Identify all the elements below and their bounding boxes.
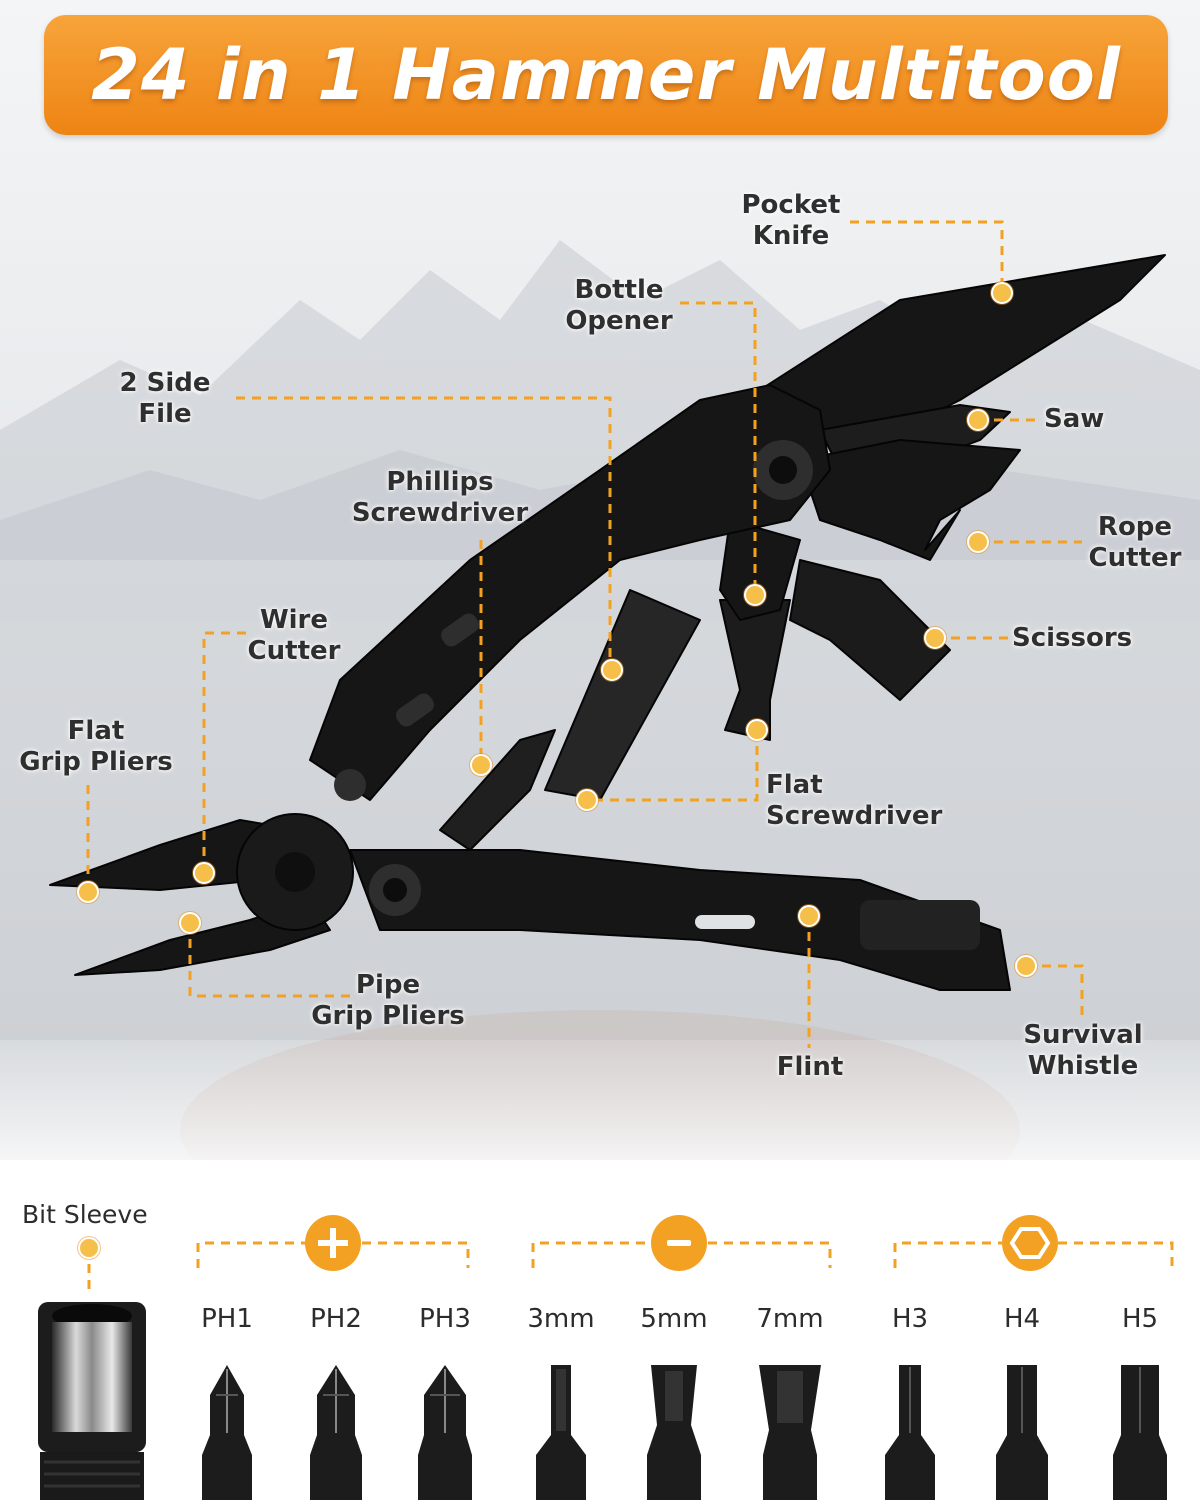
lower-handle <box>349 849 1011 991</box>
dot-bottle-opener <box>744 584 766 606</box>
dot-saw <box>967 409 989 431</box>
flat-screwdriver-blade <box>719 599 791 741</box>
label-scissors: Scissors <box>1012 623 1133 653</box>
rope-cutter-blade <box>799 439 1021 561</box>
hexagon-icon <box>1002 1215 1058 1271</box>
bit-label-h5: H5 <box>1121 1304 1159 1334</box>
bit-label-5mm: 5mm <box>640 1304 708 1334</box>
bit-7mm <box>755 1365 825 1500</box>
bit-sleeve-label: Bit Sleeve <box>22 1200 148 1229</box>
bit-label-3mm: 3mm <box>527 1304 595 1334</box>
multitool-illustration <box>49 254 1166 991</box>
dot-flat-screwdriver-tip <box>576 789 598 811</box>
bit-label-ph3: PH3 <box>419 1304 471 1334</box>
plus-icon <box>305 1215 361 1271</box>
file-blade <box>544 589 701 801</box>
bit-3mm <box>526 1365 596 1500</box>
minus-icon <box>651 1215 707 1271</box>
dot-pocket-knife <box>991 282 1013 304</box>
bit-5mm <box>639 1365 709 1500</box>
bit-label-7mm: 7mm <box>756 1304 824 1334</box>
bit-ph1 <box>192 1365 262 1500</box>
dot-side-file <box>601 659 623 681</box>
bit-ph2 <box>301 1365 371 1500</box>
dot-bit-sleeve <box>78 1237 100 1259</box>
dot-whistle <box>1015 955 1037 977</box>
label-flint: Flint <box>776 1052 844 1082</box>
dot-pipe-pliers <box>179 912 201 934</box>
bit-h3 <box>875 1365 945 1500</box>
dot-flint <box>798 905 820 927</box>
dot-wire-cutter <box>193 862 215 884</box>
banner-title: 24 in 1 Hammer Multitool <box>91 34 1121 116</box>
phillips-tip <box>439 729 556 851</box>
scissors-blade <box>789 559 951 701</box>
dot-rope-cutter <box>967 531 989 553</box>
dot-scissors <box>924 627 946 649</box>
bit-label-ph2: PH2 <box>310 1304 362 1334</box>
dot-flat-screwdriver <box>746 719 768 741</box>
dot-phillips <box>470 754 492 776</box>
bit-ph3 <box>410 1365 480 1500</box>
dot-flat-pliers <box>77 881 99 903</box>
title-banner: 24 in 1 Hammer Multitool <box>44 15 1168 135</box>
bit-h4 <box>987 1365 1057 1500</box>
bit-label-ph1: PH1 <box>201 1304 253 1334</box>
label-saw: Saw <box>1044 404 1105 434</box>
bit-label-h3: H3 <box>891 1304 929 1334</box>
bit-h5 <box>1105 1365 1175 1500</box>
bit-label-h4: H4 <box>1003 1304 1041 1334</box>
bit-sleeve-image <box>38 1302 146 1500</box>
